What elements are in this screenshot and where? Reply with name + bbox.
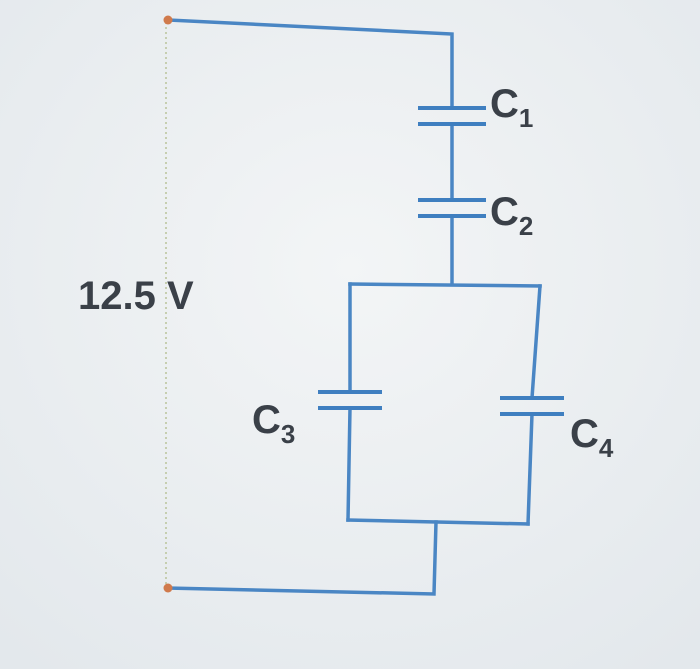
c4-letter: C [570,412,599,456]
c2-subscript: 2 [518,211,534,241]
wires [166,18,542,596]
terminal-bottom [163,583,173,593]
capacitor-c3-label: C3 [252,400,295,447]
c3-letter: C [252,398,281,442]
capacitor-c3-symbol [318,390,382,410]
c2-letter: C [490,190,519,234]
capacitor-c4-symbol [500,396,564,416]
c1-letter: C [490,82,519,126]
capacitor-c2-label: C2 [490,192,533,239]
wire-parallel-bottom [346,518,530,526]
c4-subscript: 4 [598,433,614,463]
wire-top [166,18,454,110]
wire-c4-top [530,284,542,400]
wire-c3-bottom [346,406,352,522]
capacitor-c4-label: C4 [570,414,613,461]
voltage-label: 12.5 V [78,274,194,318]
capacitor-c1-label: C1 [490,84,533,131]
wire-c4-bottom [526,412,534,526]
wire-bottom-return [166,520,438,596]
c1-subscript: 1 [518,103,534,133]
capacitor-c2-symbol [418,198,486,218]
capacitor-c1-symbol [418,106,486,126]
c3-subscript: 3 [280,419,296,449]
terminal-top [163,15,173,25]
wire-parallel-top [348,282,542,288]
capacitor-plates [318,106,564,416]
